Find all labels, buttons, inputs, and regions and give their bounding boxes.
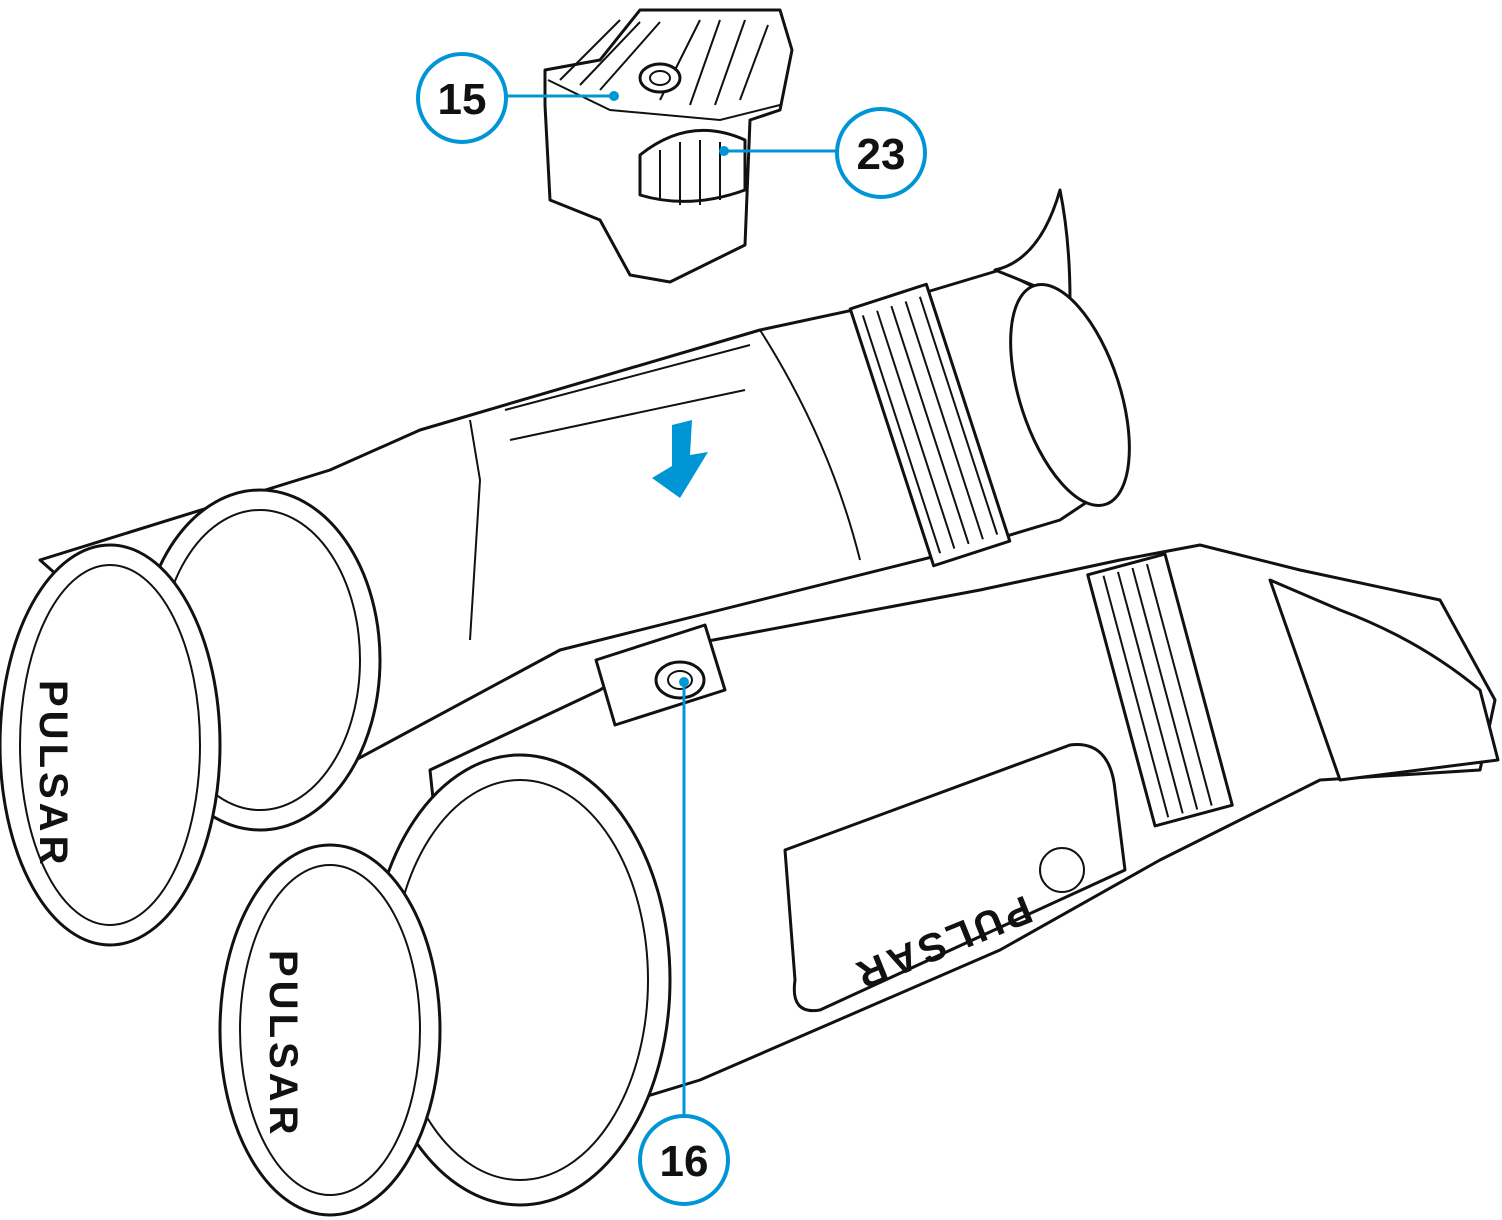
callout-23: 23 xyxy=(719,107,927,199)
callout-15: 15 xyxy=(416,52,619,144)
lower-tube: PULSAR xyxy=(428,543,1500,1152)
lower-eyecup xyxy=(1268,578,1500,782)
insert-arrow-icon xyxy=(652,420,708,498)
callout-label: 23 xyxy=(857,130,906,179)
side-panel xyxy=(783,743,1127,1013)
lens-cap-logo: PULSAR xyxy=(31,680,75,868)
lower-lens-cap xyxy=(218,843,442,1217)
upper-objective: PULSAR xyxy=(0,488,382,947)
upper-lens-cap xyxy=(0,543,222,947)
callout-label: 15 xyxy=(438,75,487,124)
upper-eyecup xyxy=(993,188,1072,302)
mount-cap xyxy=(543,8,794,284)
lower-focus-ring xyxy=(1086,552,1234,828)
callout-label: 16 xyxy=(660,1137,709,1186)
lower-objective: PULSAR xyxy=(218,753,672,1217)
lens-cap-logo: PULSAR xyxy=(261,950,305,1138)
callout-16: 16 xyxy=(638,677,730,1206)
